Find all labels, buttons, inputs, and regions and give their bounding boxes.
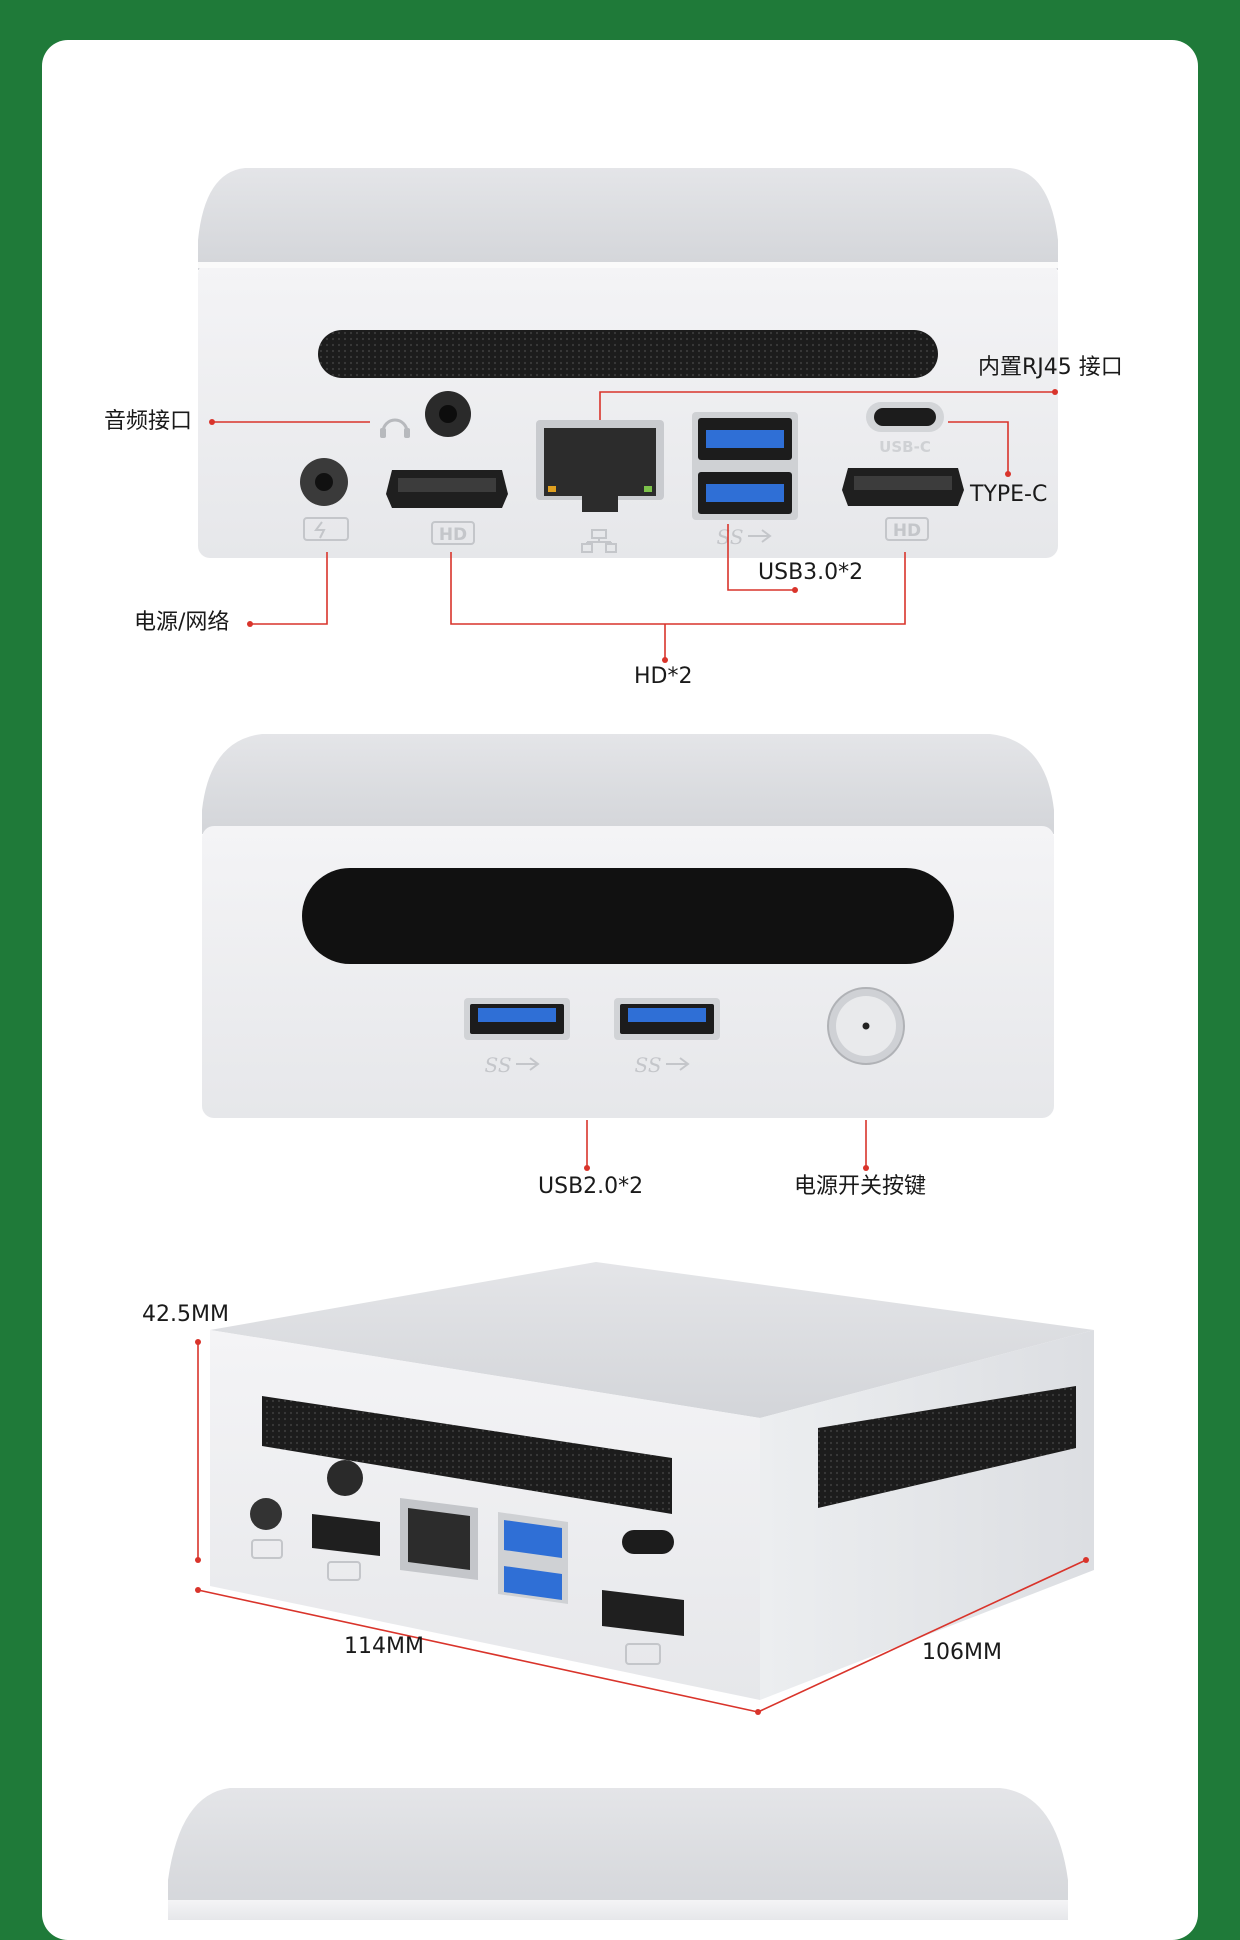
ss-mark-front-2: SS [634,1053,661,1077]
device-rear-view: HD SS USB-C HD [198,168,1058,663]
usb-icon [516,1057,540,1071]
rear-vent [318,330,938,378]
label-height: 42.5MM [142,1302,229,1327]
device-dimension-view [195,1262,1094,1715]
label-type-c: TYPE-C [970,482,1048,507]
usbc-mark-rear: USB-C [879,438,931,456]
label-power-network: 电源/网络 [134,610,230,635]
callout-lines-front [586,1120,867,1168]
dimension-lines [197,1342,1087,1713]
label-power-button: 电源开关按键 [794,1174,927,1199]
label-depth: 106MM [922,1640,1002,1665]
hd-icon [431,521,475,545]
power-icon [303,517,349,541]
ss-mark-front-1: SS [484,1053,511,1077]
usb-icon [748,529,772,543]
callout-lines-rear [212,391,1055,660]
headphone-icon [380,418,410,438]
label-audio-port: 音频接口 [104,409,193,434]
ss-mark-rear: SS [716,525,743,549]
label-usb20: USB2.0*2 [538,1174,644,1199]
label-rj45-port: 内置RJ45 接口 [978,355,1123,380]
usb-icon [666,1057,690,1071]
device-partial-view [168,1788,1068,1920]
label-hd: HD*2 [634,664,693,689]
side-vent [818,1386,1076,1508]
front-panel-window [302,868,954,964]
hd-mark-left: HD [439,525,467,545]
network-icon [581,529,617,553]
label-usb30: USB3.0*2 [758,560,864,585]
hd-icon [885,517,929,541]
device-front-view: SS SS [202,734,1054,1171]
hd-mark-right: HD [893,521,921,541]
label-width: 114MM [344,1634,424,1659]
